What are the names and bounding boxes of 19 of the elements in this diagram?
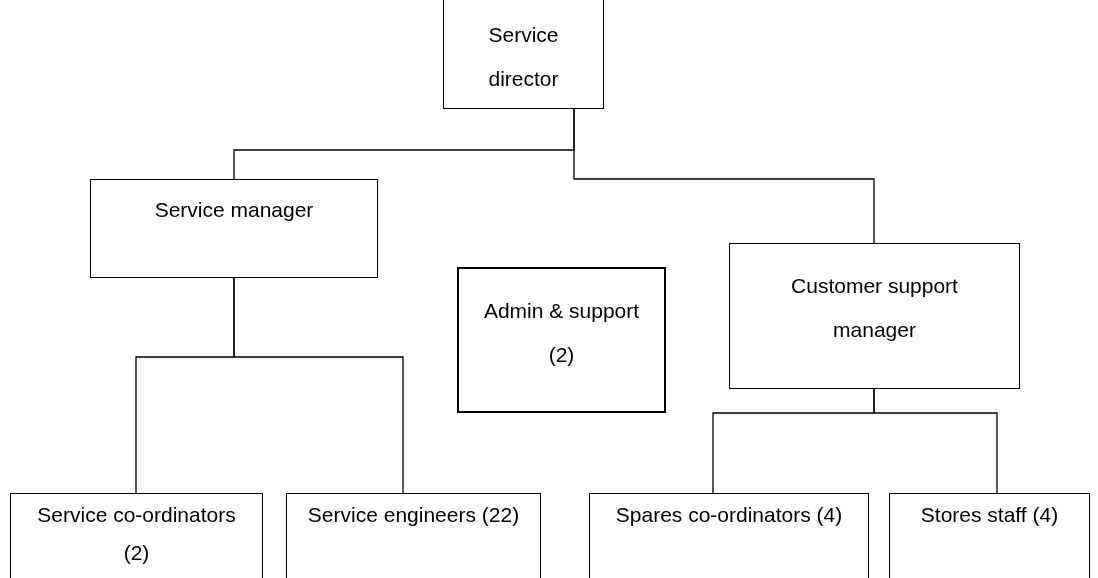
box-label: Service engineers (22) xyxy=(306,502,521,528)
box-label: Stores staff (4) xyxy=(919,502,1060,528)
org-box xyxy=(443,0,604,109)
box-label: Service co-ordinators (2) xyxy=(36,502,237,566)
connector-line xyxy=(233,277,404,494)
connector-line xyxy=(873,388,998,494)
box-label: Customer support manager xyxy=(790,273,959,343)
box-label: Service manager xyxy=(153,197,315,223)
box-label: Service director xyxy=(487,22,560,92)
org-box xyxy=(286,493,541,578)
org-box xyxy=(10,493,263,578)
org-box xyxy=(889,493,1090,578)
org-box xyxy=(90,179,378,278)
org-box xyxy=(457,267,666,413)
org-box xyxy=(729,243,1020,389)
box-label: Admin & support (2) xyxy=(482,298,641,368)
connector-line xyxy=(573,108,875,244)
org-box xyxy=(589,493,869,578)
box-label: Spares co-ordinators (4) xyxy=(614,502,844,528)
